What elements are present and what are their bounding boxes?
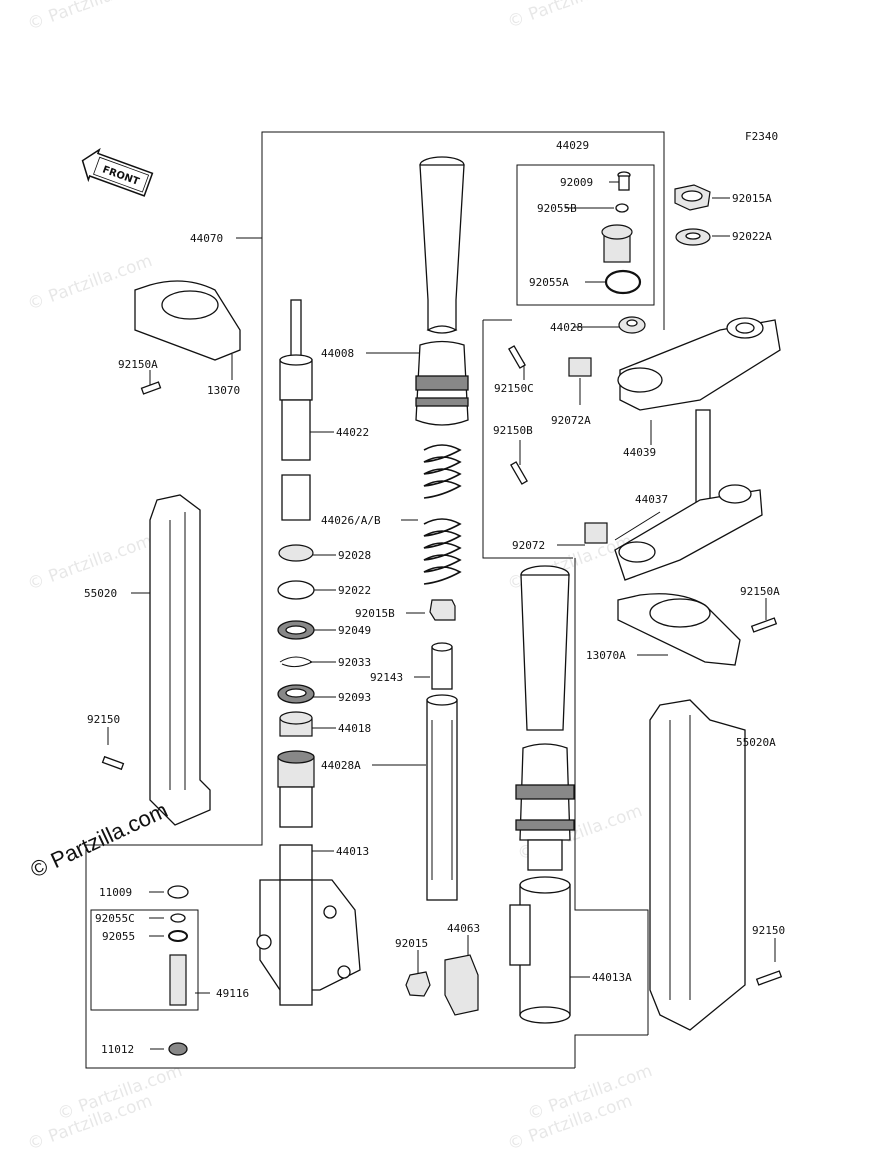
label-92150-right: 92150 xyxy=(752,924,785,937)
label-92033: 92033 xyxy=(338,656,371,669)
label-92015a-top: 92015A xyxy=(732,192,772,205)
label-92015b: 92015B xyxy=(355,607,395,620)
copyright-text: © Partzilla.com xyxy=(27,797,172,882)
label-92055: 92055 xyxy=(102,930,135,943)
triple-clamps xyxy=(508,317,781,581)
fork-upper-tube xyxy=(415,156,469,426)
label-44070: 44070 xyxy=(190,232,223,245)
label-92093: 92093 xyxy=(338,691,371,704)
label-44028a: 44028A xyxy=(321,759,361,772)
label-55020: 55020 xyxy=(84,587,117,600)
label-11009: 11009 xyxy=(99,886,132,899)
label-92150b: 92150B xyxy=(493,424,533,437)
label-92150-left: 92150 xyxy=(87,713,120,726)
label-92015: 92015 xyxy=(395,937,428,950)
label-44063: 44063 xyxy=(447,922,480,935)
label-49116: 49116 xyxy=(216,987,249,1000)
label-44008: 44008 xyxy=(321,347,354,360)
fork-cap-assembly xyxy=(601,171,646,334)
fork-outer-tube-right xyxy=(405,876,571,1024)
watermark-text: © Partzilla.com xyxy=(25,531,155,595)
collar-and-rod xyxy=(426,599,458,901)
label-92072a: 92072A xyxy=(551,414,591,427)
front-arrow-icon: FRONT xyxy=(81,147,154,197)
label-92055c: 92055C xyxy=(95,912,135,925)
top-nut-and-washer xyxy=(674,184,711,246)
label-44013: 44013 xyxy=(336,845,369,858)
label-44013a: 44013A xyxy=(592,971,632,984)
label-92022: 92022 xyxy=(338,584,371,597)
part-labels: 44029 92009 92055B 92055A 44028 92015A 9… xyxy=(84,139,785,1056)
label-92055b: 92055B xyxy=(537,202,577,215)
fork-guards xyxy=(101,494,783,1031)
label-92028: 92028 xyxy=(338,549,371,562)
fork-guard-clamps xyxy=(134,280,778,666)
label-44018: 44018 xyxy=(338,722,371,735)
label-92150c: 92150C xyxy=(494,382,534,395)
fork-outer-tube-left xyxy=(256,750,361,1006)
fork-inner-tube-right xyxy=(515,565,575,871)
label-92049: 92049 xyxy=(338,624,371,637)
label-44037: 44037 xyxy=(635,493,668,506)
watermark-text: © Partzilla.com xyxy=(505,0,635,33)
label-92055a: 92055A xyxy=(529,276,569,289)
label-92022a: 92022A xyxy=(732,230,772,243)
label-44028: 44028 xyxy=(550,321,583,334)
label-44022: 44022 xyxy=(336,426,369,439)
label-92150a-right: 92150A xyxy=(740,585,780,598)
label-92143: 92143 xyxy=(370,671,403,684)
label-44026: 44026/A/B xyxy=(321,514,381,527)
watermark-text: © Partzilla.com xyxy=(25,0,155,35)
label-92150a-left: 92150A xyxy=(118,358,158,371)
label-92072: 92072 xyxy=(512,539,545,552)
air-valve-assembly xyxy=(167,885,189,1056)
diagram-code: F2340 xyxy=(745,130,778,143)
label-44029: 44029 xyxy=(556,139,589,152)
frame-lines xyxy=(85,131,665,1069)
label-44039: 44039 xyxy=(623,446,656,459)
spring xyxy=(423,444,462,585)
label-55020a: 55020A xyxy=(736,736,776,749)
leader-lines xyxy=(107,181,776,1050)
label-11012: 11012 xyxy=(101,1043,134,1056)
label-92009: 92009 xyxy=(560,176,593,189)
damper-rod-assembly xyxy=(277,299,315,737)
label-13070: 13070 xyxy=(207,384,240,397)
label-13070a: 13070A xyxy=(586,649,626,662)
